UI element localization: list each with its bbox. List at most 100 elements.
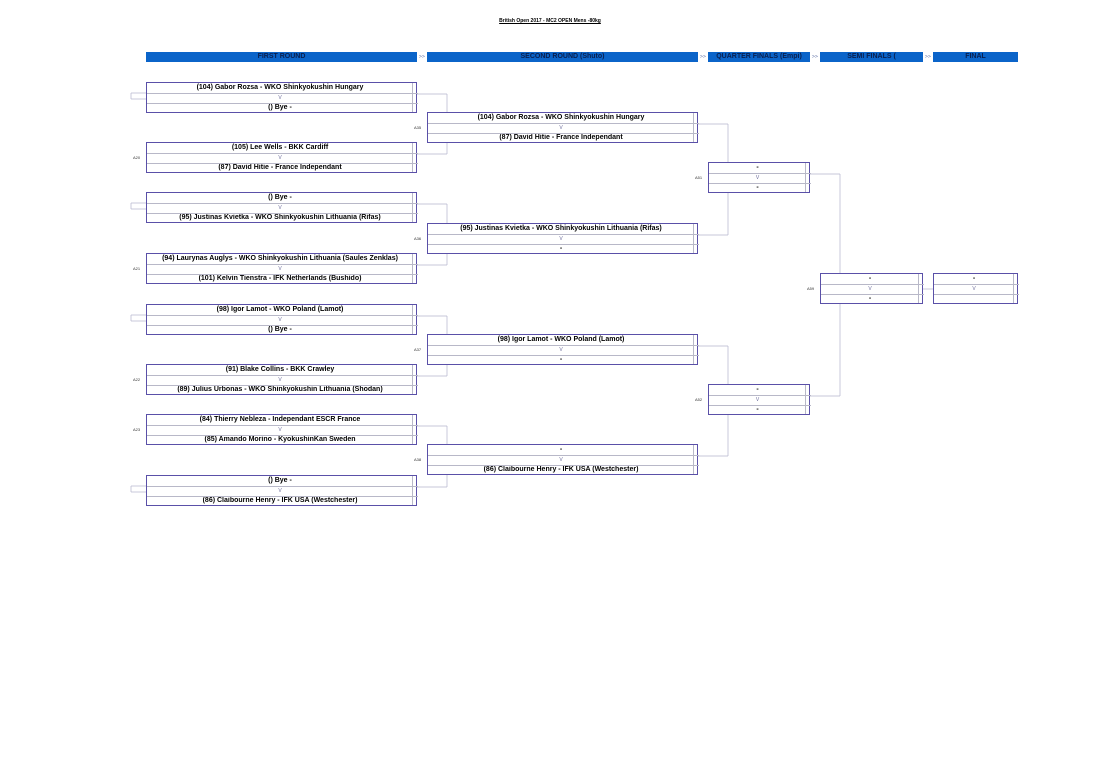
second-round-match: (104) Gabor Rozsa - WKO Shinkyokushin Hu…	[427, 112, 699, 143]
header-arrow: >>	[418, 54, 426, 60]
header-arrow: >>	[699, 54, 707, 60]
versus-label: V	[278, 377, 282, 383]
row-separator	[821, 294, 924, 295]
competitor-bottom: (101) Kelvin Tienstra - IFK Netherlands …	[198, 275, 362, 282]
box-side-divider	[693, 113, 694, 142]
row-separator	[147, 93, 418, 94]
row-separator	[709, 173, 811, 174]
page-title: British Open 2017 - MC2 OPEN Mens -80kg	[499, 18, 601, 24]
match-number: A37	[414, 347, 422, 352]
competitor-bottom: (86) Claibourne Henry - IFK USA (Westche…	[483, 466, 639, 473]
box-side-divider	[1013, 274, 1014, 303]
versus-label: V	[868, 286, 872, 292]
row-separator	[709, 183, 811, 184]
competitor-bottom: (86) Claibourne Henry - IFK USA (Westche…	[202, 497, 358, 504]
competitor-top: -	[559, 446, 563, 453]
box-side-divider	[412, 305, 413, 334]
competitor-top: () Bye -	[268, 477, 292, 484]
row-separator	[428, 455, 699, 456]
box-side-divider	[693, 445, 694, 474]
competitor-top: (94) Laurynas Auglys - WKO Shinkyokushin…	[162, 255, 398, 262]
row-separator	[428, 234, 699, 235]
row-separator	[147, 203, 418, 204]
competitor-bottom: -	[756, 184, 759, 191]
match-number: A51	[695, 175, 703, 180]
versus-label: V	[559, 347, 563, 353]
first-round-match: () Bye -V(95) Justinas Kvietka - WKO Shi…	[146, 192, 418, 223]
row-separator	[147, 153, 418, 154]
versus-label: V	[559, 125, 563, 131]
box-side-divider	[693, 335, 694, 364]
competitor-bottom	[934, 294, 1014, 304]
second-round-match: - V (86) Claibourne Henry - IFK USA (Westc…	[427, 444, 699, 475]
row-separator	[147, 425, 418, 426]
row-separator	[147, 213, 418, 214]
competitor-bottom: -	[868, 295, 872, 302]
competitor-top: (98) Igor Lamot - WKO Poland (Lamot)	[497, 336, 625, 343]
quarter-final-match: -V-	[708, 384, 811, 415]
row-separator	[821, 284, 924, 285]
row-separator	[934, 284, 1019, 285]
competitor-top: (104) Gabor Rozsa - WKO Shinkyokushin Hu…	[196, 84, 364, 91]
competitor-top: -	[756, 164, 759, 171]
competitor-top: -	[756, 386, 759, 393]
first-round-match: (84) Thierry Nebleza - Independant ESCR …	[146, 414, 418, 445]
match-number: A35	[414, 125, 422, 130]
semi-final-match: - V -	[820, 273, 924, 304]
match-number: A52	[695, 397, 703, 402]
match-number: A23	[133, 427, 141, 432]
header-arrow: >>	[811, 54, 819, 60]
row-separator	[147, 325, 418, 326]
row-separator	[709, 405, 811, 406]
versus-label: V	[278, 155, 282, 161]
box-side-divider	[412, 365, 413, 394]
versus-label: V	[755, 175, 760, 181]
match-number: A59	[807, 286, 815, 291]
box-side-divider	[412, 254, 413, 283]
header-semi-finals: SEMI FINALS (	[820, 52, 923, 62]
match-number: A22	[133, 377, 141, 382]
versus-label: V	[559, 457, 563, 463]
competitor-top: (98) Igor Lamot - WKO Poland (Lamot)	[216, 306, 344, 313]
row-separator	[147, 315, 418, 316]
competitor-top: (84) Thierry Nebleza - Independant ESCR …	[199, 416, 361, 423]
competitor-bottom: -	[559, 245, 563, 252]
versus-label: V	[972, 286, 976, 292]
versus-label: V	[278, 427, 282, 433]
row-separator	[147, 264, 418, 265]
versus-label: V	[755, 397, 760, 403]
second-round-match: (98) Igor Lamot - WKO Poland (Lamot) V -	[427, 334, 699, 365]
competitor-top: -	[868, 275, 872, 282]
row-separator	[428, 355, 699, 356]
versus-label: V	[278, 317, 282, 323]
header-first-round: FIRST ROUND	[146, 52, 417, 62]
competitor-bottom: (89) Julius Urbonas - WKO Shinkyokushin …	[177, 386, 383, 393]
first-round-match: (94) Laurynas Auglys - WKO Shinkyokushin…	[146, 253, 418, 284]
competitor-top: -	[972, 275, 976, 282]
competitor-bottom: (95) Justinas Kvietka - WKO Shinkyokushi…	[179, 214, 381, 221]
first-round-match: (98) Igor Lamot - WKO Poland (Lamot) V () …	[146, 304, 418, 335]
competitor-top: (95) Justinas Kvietka - WKO Shinkyokushi…	[460, 225, 662, 232]
versus-label: V	[278, 205, 282, 211]
second-round-match: (95) Justinas Kvietka - WKO Shinkyokushi…	[427, 223, 699, 254]
competitor-bottom: () Bye -	[268, 326, 292, 333]
row-separator	[428, 244, 699, 245]
competitor-top: (91) Blake Collins - BKK Crawley	[225, 366, 335, 373]
row-separator	[709, 395, 811, 396]
competitor-bottom: -	[559, 356, 563, 363]
competitor-bottom: (87) David Hitie - France Independant	[499, 134, 623, 141]
box-side-divider	[805, 385, 806, 414]
row-separator	[147, 496, 418, 497]
match-number: A20	[133, 155, 141, 160]
box-side-divider	[412, 143, 413, 172]
box-side-divider	[412, 415, 413, 444]
row-separator	[147, 435, 418, 436]
header-final: FINAL	[933, 52, 1018, 62]
final-match: -V	[933, 273, 1019, 304]
quarter-final-match: - V -	[708, 162, 811, 193]
box-side-divider	[918, 274, 919, 303]
competitor-bottom: () Bye -	[268, 104, 292, 111]
row-separator	[428, 123, 699, 124]
